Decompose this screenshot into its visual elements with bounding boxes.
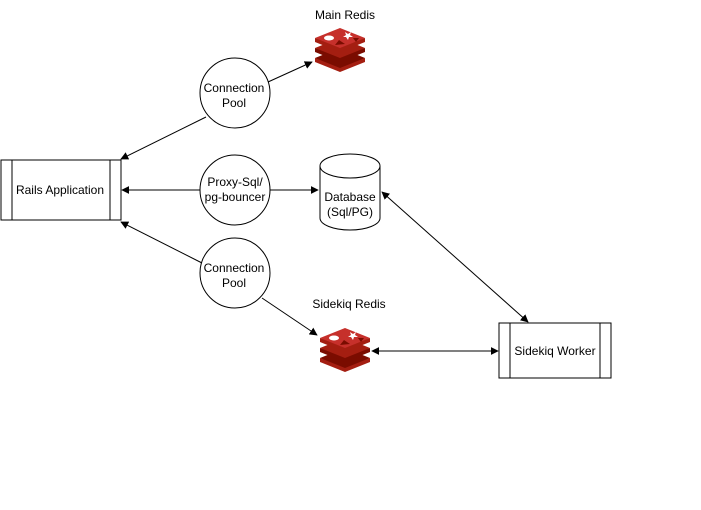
edge-pool-top-to-rails: [120, 116, 207, 160]
connection-pool-bottom-node[interactable]: Connection Pool: [199, 237, 271, 309]
database-node[interactable]: Database (Sql/PG): [319, 153, 381, 231]
proxy-node[interactable]: Proxy-Sql/ pg-bouncer: [199, 154, 271, 226]
edge-pool-bottom-to-rails: [120, 221, 203, 264]
database-label-line2: (Sql/PG): [327, 205, 373, 219]
sidekiq-redis-icon[interactable]: [320, 328, 370, 372]
sidekiq-worker-label: Sidekiq Worker: [514, 344, 595, 358]
edge-database-sidekiq-worker: [381, 191, 529, 323]
rails-application-label: Rails Application: [16, 183, 104, 197]
connection-pool-top-node[interactable]: Connection Pool: [199, 57, 271, 129]
connection-pool-top-label-line2: Pool: [222, 96, 246, 110]
rails-application-node[interactable]: Rails Application: [0, 159, 122, 221]
sidekiq-worker-node[interactable]: Sidekiq Worker: [498, 322, 612, 379]
proxy-label-line1: Proxy-Sql/: [207, 175, 263, 189]
sidekiq-redis-label: Sidekiq Redis: [312, 297, 385, 311]
connection-pool-top-label-line1: Connection: [204, 81, 265, 95]
edge-pool-top-to-main-redis: [267, 61, 313, 83]
edge-pool-bottom-to-sidekiq-redis: [261, 297, 318, 336]
connection-pool-bottom-label-line2: Pool: [222, 276, 246, 290]
database-label-line1: Database: [324, 190, 376, 204]
main-redis-label: Main Redis: [315, 8, 375, 22]
connection-pool-bottom-label-line1: Connection: [204, 261, 265, 275]
main-redis-icon[interactable]: [315, 28, 365, 72]
proxy-label-line2: pg-bouncer: [205, 190, 266, 204]
